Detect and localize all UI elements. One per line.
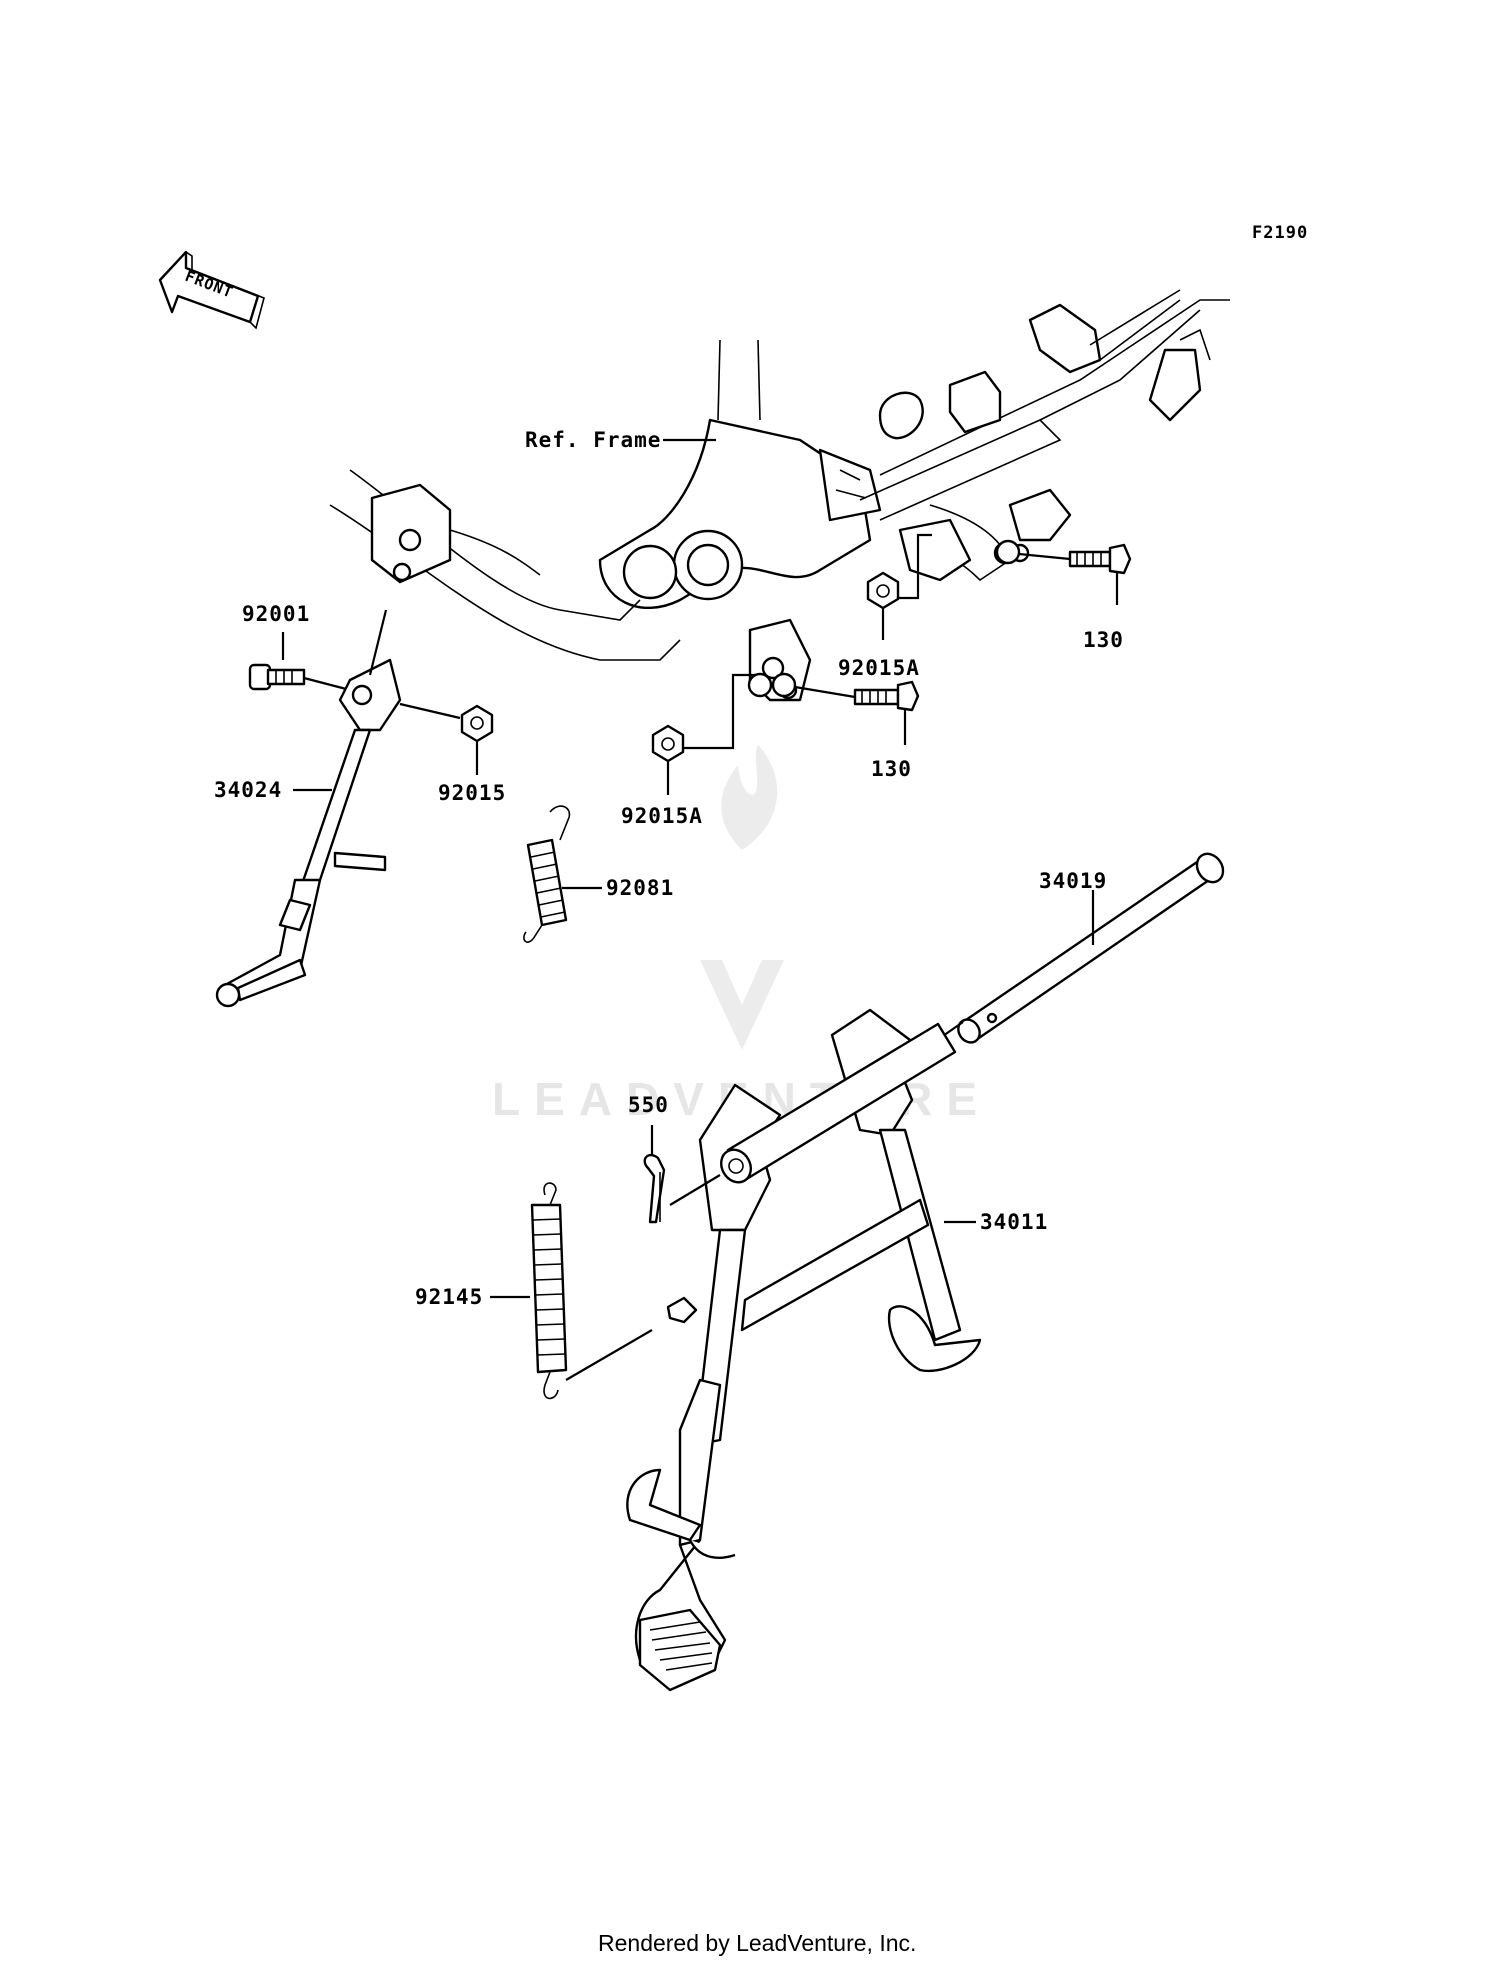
bolt-130-right-axis — [1018, 552, 1071, 561]
frame-drawing — [329, 289, 1230, 702]
nut-92015a-right-drawing — [866, 571, 900, 610]
callout-92015a-right: 92015A — [838, 656, 920, 680]
spring-92145-axis — [565, 1329, 653, 1381]
callout-130-right: 130 — [1083, 628, 1124, 652]
bolt-92001-axis — [303, 676, 351, 692]
ref-frame-label: Ref. Frame — [525, 428, 661, 452]
cotter-pin-550-axis — [669, 1174, 721, 1206]
callout-92081: 92081 — [606, 876, 674, 900]
cotter-pin-550-drawing — [643, 1153, 666, 1224]
figure-code: F2190 — [1252, 223, 1308, 243]
center-stand-34011-drawing — [626, 1008, 982, 1692]
callout-34024: 34024 — [214, 778, 282, 802]
callout-92015a-right-bracket — [898, 533, 932, 600]
callout-92015a-left-bracket — [683, 673, 755, 750]
callout-92015: 92015 — [438, 781, 506, 805]
bolt-92001-drawing — [248, 663, 306, 691]
callout-34011: 34011 — [980, 1210, 1048, 1234]
side-stand-34024-drawing — [215, 658, 402, 1008]
callout-92145: 92145 — [415, 1285, 483, 1309]
side-stand-frame-leader — [368, 609, 388, 676]
nut-92015-drawing — [460, 704, 494, 743]
callout-92001: 92001 — [242, 602, 310, 626]
front-arrow-icon: FRONT — [158, 250, 265, 330]
callout-34019: 34019 — [1039, 869, 1107, 893]
bolt-130-left-axis — [794, 685, 856, 699]
bolt-130-right-drawing — [995, 539, 1132, 575]
spring-92081-drawing — [523, 805, 571, 943]
footer-credit: Rendered by LeadVenture, Inc. — [598, 1930, 916, 1956]
bolt-130-left-drawing — [747, 672, 920, 712]
nut-92015a-left-drawing — [651, 724, 685, 763]
callout-92015a-left: 92015A — [621, 804, 703, 828]
callout-550: 550 — [628, 1093, 669, 1117]
nut-92015-axis — [399, 702, 461, 720]
spring-92145-drawing — [530, 1182, 698, 1400]
shaft-34019-drawing — [957, 852, 1225, 1044]
callout-130-left: 130 — [871, 757, 912, 781]
